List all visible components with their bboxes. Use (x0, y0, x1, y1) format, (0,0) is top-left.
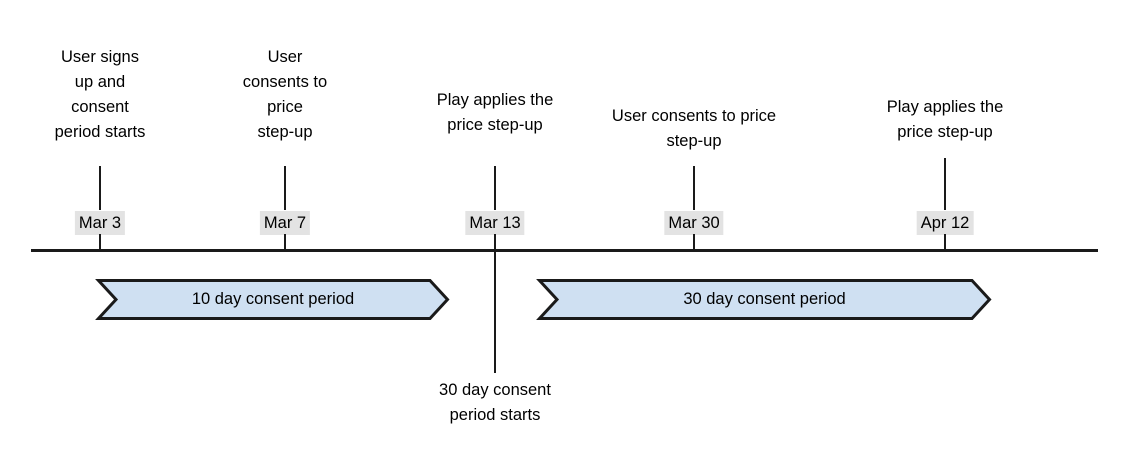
tick-mar-3-lower (99, 234, 101, 250)
tick-mar-30-lower (693, 234, 695, 250)
chevron-shape-30-day (536, 279, 992, 320)
chevron-shape-10-day (95, 279, 450, 320)
tick-mar-13-upper (494, 166, 496, 210)
event-caption-apr-12: Play applies the price step-up (886, 98, 1004, 141)
date-chip-mar-13: Mar 13 (465, 211, 525, 235)
date-chip-mar-30: Mar 30 (664, 211, 724, 235)
tick-mar-13-lower-through-axis (494, 234, 496, 373)
event-caption-30-day-start: 30 day consent period starts (439, 381, 551, 424)
date-chip-apr-12: Apr 12 (916, 211, 974, 235)
event-caption-mar-13: Play applies the price step-up (436, 91, 554, 134)
event-caption-mar-7: User consents to price step-up (242, 48, 328, 141)
tick-mar-3-upper (99, 166, 101, 210)
tick-mar-7-lower (284, 234, 286, 250)
period-bar-10-day: 10 day consent period (95, 279, 450, 320)
event-caption-mar-30: User consents to price step-up (611, 107, 777, 150)
tick-apr-12-lower (944, 234, 946, 250)
tick-apr-12-upper (944, 158, 946, 210)
event-caption-mar-3: User signs up and consent period starts (54, 48, 146, 141)
period-bar-30-day: 30 day consent period (536, 279, 992, 320)
tick-mar-30-upper (693, 166, 695, 210)
tick-mar-7-upper (284, 166, 286, 210)
timeline-axis (31, 249, 1098, 252)
date-chip-mar-7: Mar 7 (259, 211, 311, 235)
date-chip-mar-3: Mar 3 (74, 211, 126, 235)
